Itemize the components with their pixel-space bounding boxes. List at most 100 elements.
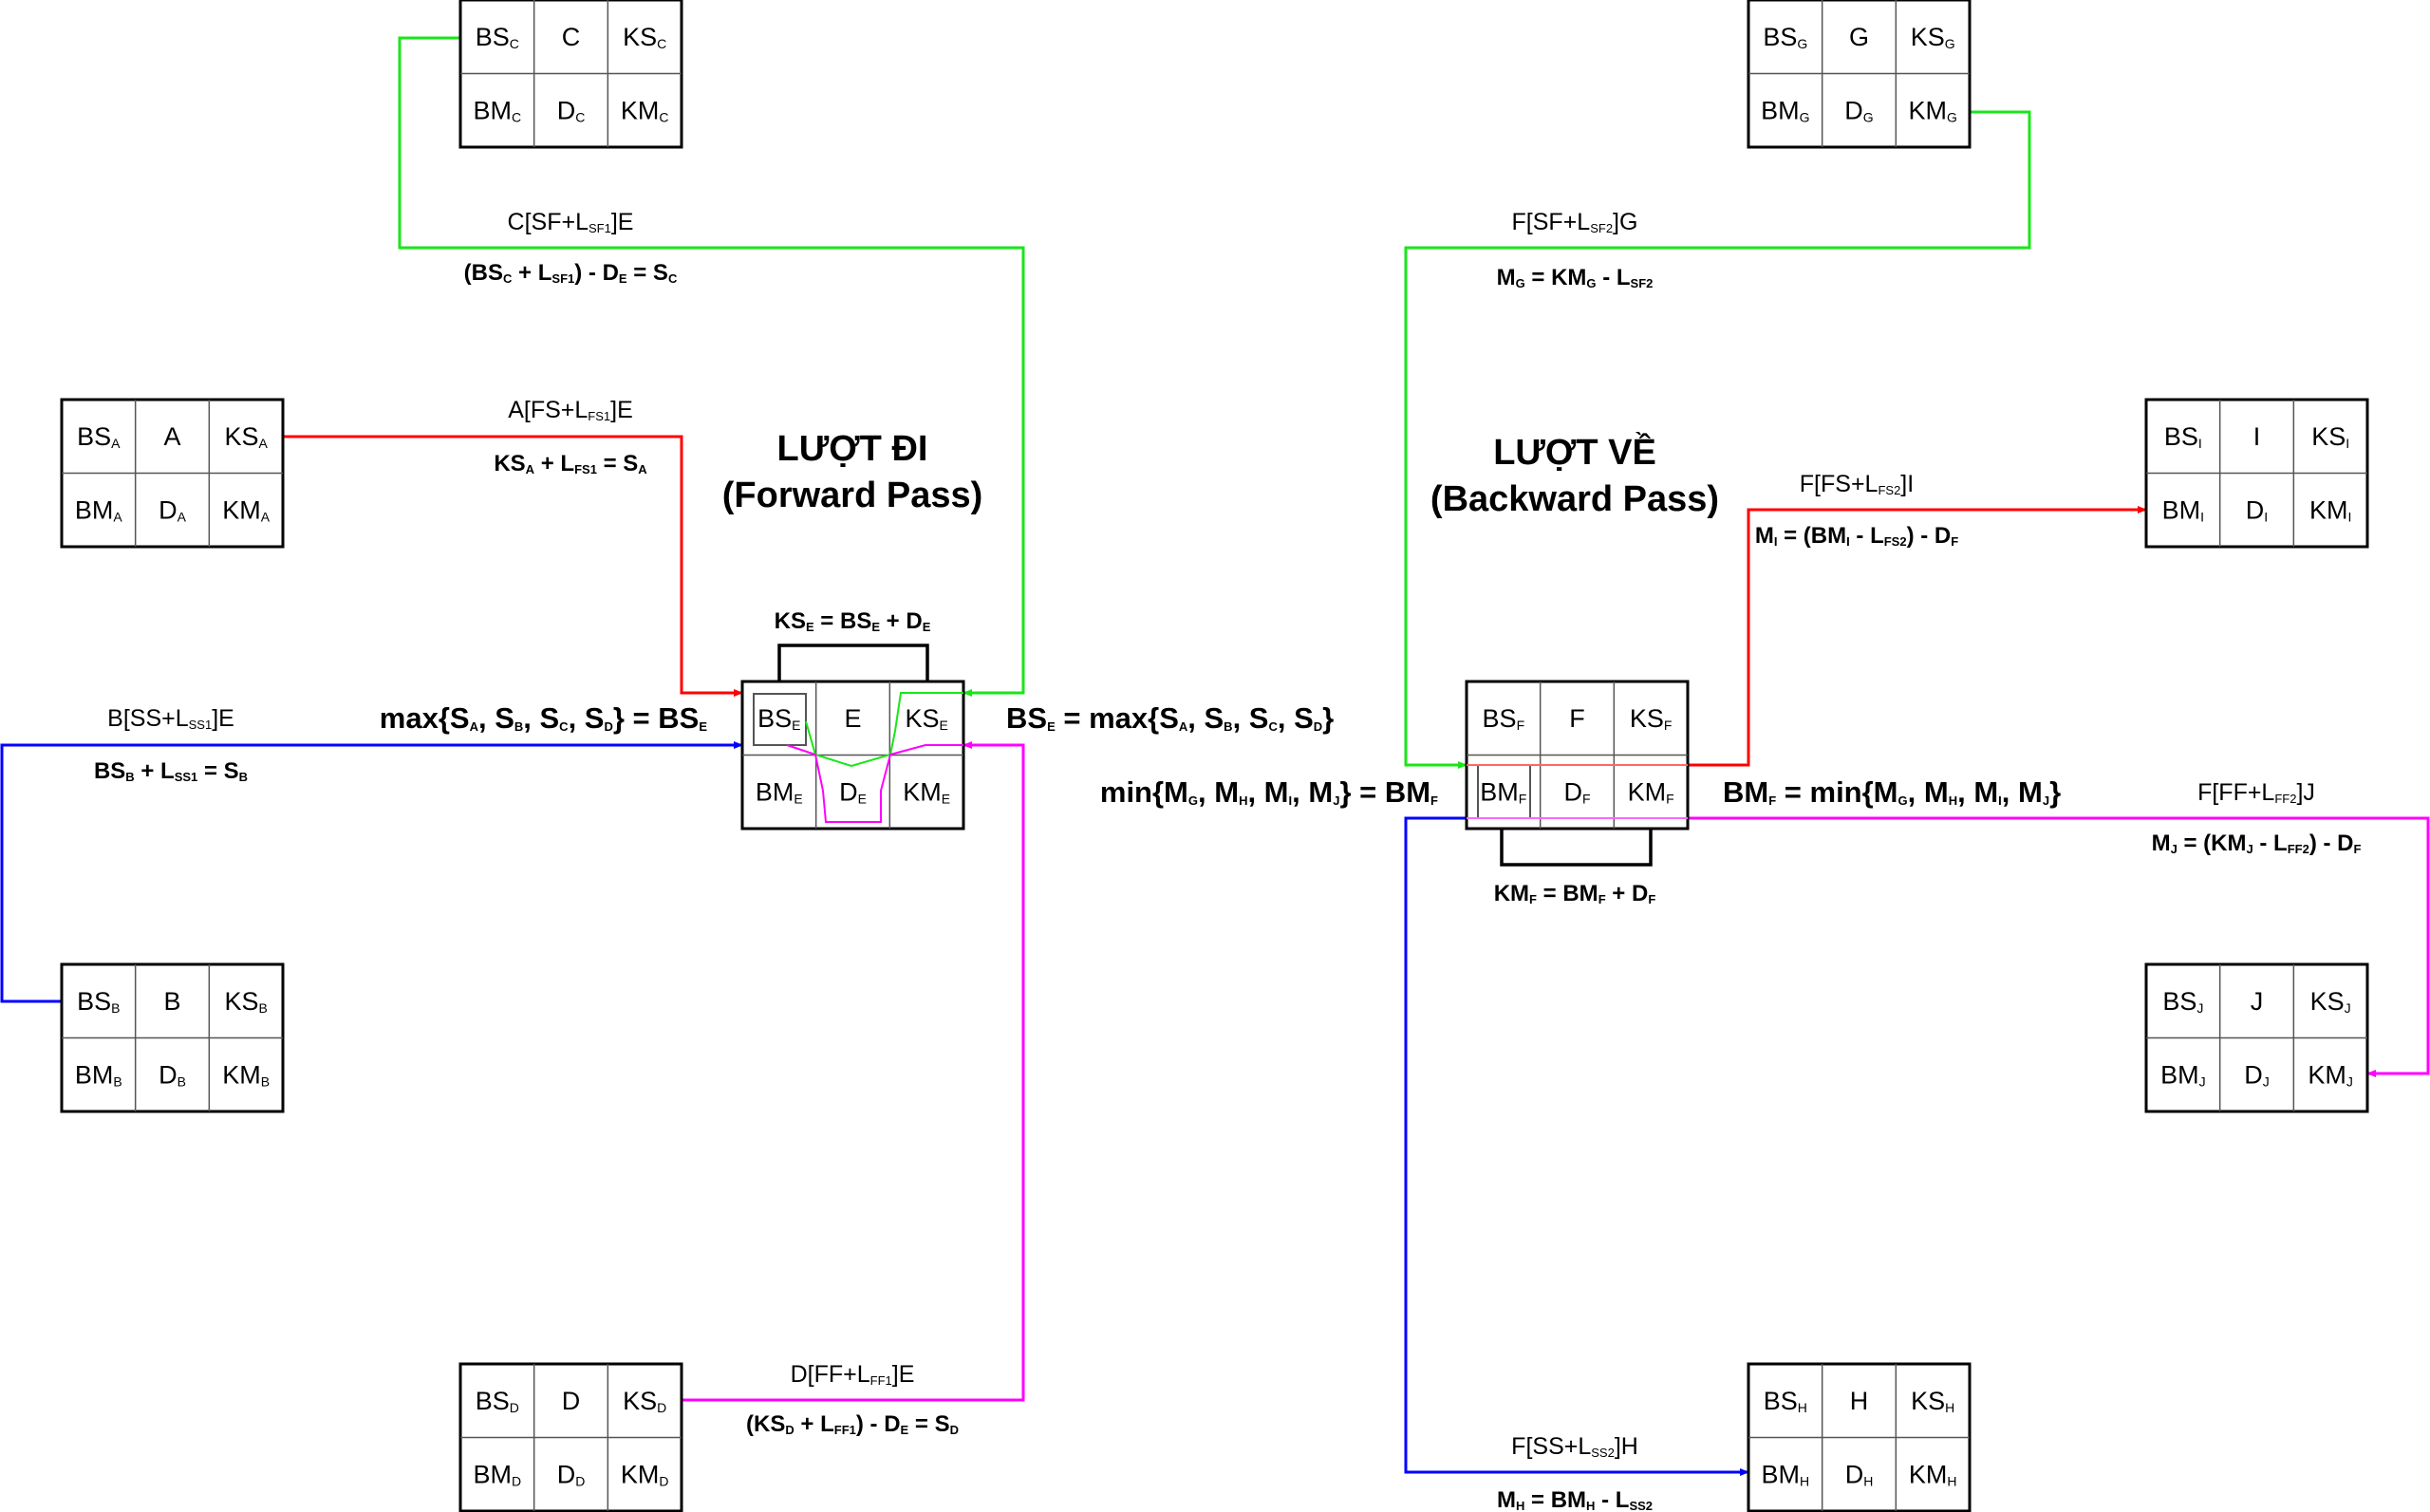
formula-text: BS <box>1006 701 1047 735</box>
node-name: E <box>844 704 861 733</box>
cell-prefix: BS <box>2162 987 2196 1016</box>
node-cell: DF <box>1563 777 1590 806</box>
formula-text: ]E <box>892 1361 915 1388</box>
cell-subscript: J <box>2346 1073 2353 1089</box>
cell-subscript: G <box>1800 109 1810 124</box>
cell-prefix: BM <box>1762 1460 1801 1488</box>
subscript: F <box>1768 793 1776 808</box>
subscript: H <box>1586 1499 1595 1512</box>
late-i-formula: MI = (BMI - LFS2) - DF <box>1755 523 1958 549</box>
cell-subscript: C <box>512 109 521 124</box>
subscript: I <box>1774 534 1778 549</box>
cell-subscript: A <box>261 509 271 524</box>
node-cell: DJ <box>2244 1060 2270 1089</box>
formula-text: ) - D <box>574 260 619 286</box>
node-cell: BSD <box>476 1387 519 1415</box>
node-name: F <box>1569 704 1585 733</box>
formula-text: A[FS+L <box>508 397 588 423</box>
node-cell: J <box>2251 987 2264 1016</box>
subscript: H <box>1949 793 1957 808</box>
link-f-i-label: F[FS+LFS2]I <box>1800 471 1914 497</box>
node-cell: H <box>1850 1387 1869 1415</box>
link-b-e-label: B[SS+LSS1]E <box>107 705 234 732</box>
formula-text: , M <box>1198 775 1239 809</box>
node-cell: BMF <box>1480 777 1526 806</box>
cell-subscript: E <box>942 791 950 806</box>
start-c-formula: (BSC + LSF1) - DE = SC <box>464 260 678 286</box>
formula-text: + D <box>1606 881 1649 906</box>
node-cell: BME <box>756 777 803 806</box>
cell-prefix: KS <box>1911 1387 1945 1415</box>
cell-prefix: KM <box>222 495 261 524</box>
cell-prefix: BS <box>476 23 510 51</box>
cell-prefix: KM <box>621 1460 660 1488</box>
formula-text: BS <box>94 758 125 784</box>
subscript: SF1 <box>551 271 574 286</box>
cell-prefix: KM <box>903 777 942 806</box>
formula-text: F[FF+L <box>2197 779 2274 806</box>
subscript: FF2 <box>2288 842 2309 856</box>
node-cell: KSH <box>1911 1387 1954 1415</box>
forward-pass-subtitle: (Forward Pass) <box>722 476 983 515</box>
link-f-h-line <box>1404 816 1749 1476</box>
cell-prefix: BM <box>474 1460 513 1488</box>
node-cell: BMD <box>474 1460 522 1488</box>
node-cell: BSC <box>476 23 519 51</box>
formula-text: C[SF+L <box>508 209 589 235</box>
subscript: C <box>503 271 513 286</box>
formula-text: KM <box>1494 881 1529 906</box>
node-cell: D <box>562 1387 581 1415</box>
formula-text: = S <box>197 758 238 784</box>
formula-text: , S <box>1187 701 1224 735</box>
subscript: FF2 <box>2274 792 2296 806</box>
cell-subscript: I <box>2264 509 2268 524</box>
cell-subscript: F <box>1664 718 1673 733</box>
subscript: SF1 <box>589 221 611 235</box>
subscript: FS2 <box>1878 483 1900 497</box>
node-cell: DA <box>159 495 187 524</box>
subscript: SS1 <box>189 718 213 732</box>
subscript: A <box>526 462 535 476</box>
cell-prefix: KS <box>224 987 258 1016</box>
subscript: I <box>1998 793 2002 808</box>
formula-text: = S <box>627 260 668 286</box>
cell-prefix: KM <box>1908 96 1947 124</box>
subscript: SS1 <box>175 770 198 784</box>
subscript: SS2 <box>1629 1499 1653 1512</box>
formula-text: ]E <box>611 209 634 235</box>
node-cell: BMJ <box>2160 1060 2206 1089</box>
backward-pass-title: LƯỢT VỀ <box>1493 431 1656 473</box>
cell-prefix: KM <box>2309 495 2348 524</box>
formula-text: , S <box>1278 701 1314 735</box>
cell-prefix: BS <box>757 704 792 733</box>
node-cell: BSJ <box>2162 987 2203 1016</box>
cell-prefix: BS <box>476 1387 510 1415</box>
formula-text: KS <box>494 451 525 476</box>
subscript: FS2 <box>1884 534 1907 549</box>
formula-text: , M <box>2002 775 2043 809</box>
cell-prefix: KS <box>623 23 657 51</box>
node-cell: BSB <box>77 987 120 1016</box>
cell-subscript: C <box>510 36 519 51</box>
node-cell: KSD <box>623 1387 666 1415</box>
cell-subscript: C <box>657 36 666 51</box>
subscript: F <box>2353 842 2361 856</box>
node-cell: BSH <box>1764 1387 1807 1415</box>
subscript: B <box>514 719 523 734</box>
cell-prefix: KM <box>2308 1060 2346 1089</box>
cell-subscript: H <box>1945 1400 1954 1415</box>
node-cell: A <box>163 422 180 451</box>
cell-subscript: B <box>113 1073 122 1089</box>
node-name: A <box>163 422 180 451</box>
formula-text: , M <box>1247 775 1288 809</box>
ks-e-bracket <box>777 644 929 681</box>
node-cell: BSE <box>757 704 800 733</box>
cell-subscript: J <box>2199 1073 2206 1089</box>
cell-prefix: KS <box>2311 422 2346 451</box>
link-a-e-line <box>283 435 743 697</box>
subscript: J <box>2043 793 2049 808</box>
km-f-formula: KMF = BMF + DF <box>1494 881 1656 906</box>
